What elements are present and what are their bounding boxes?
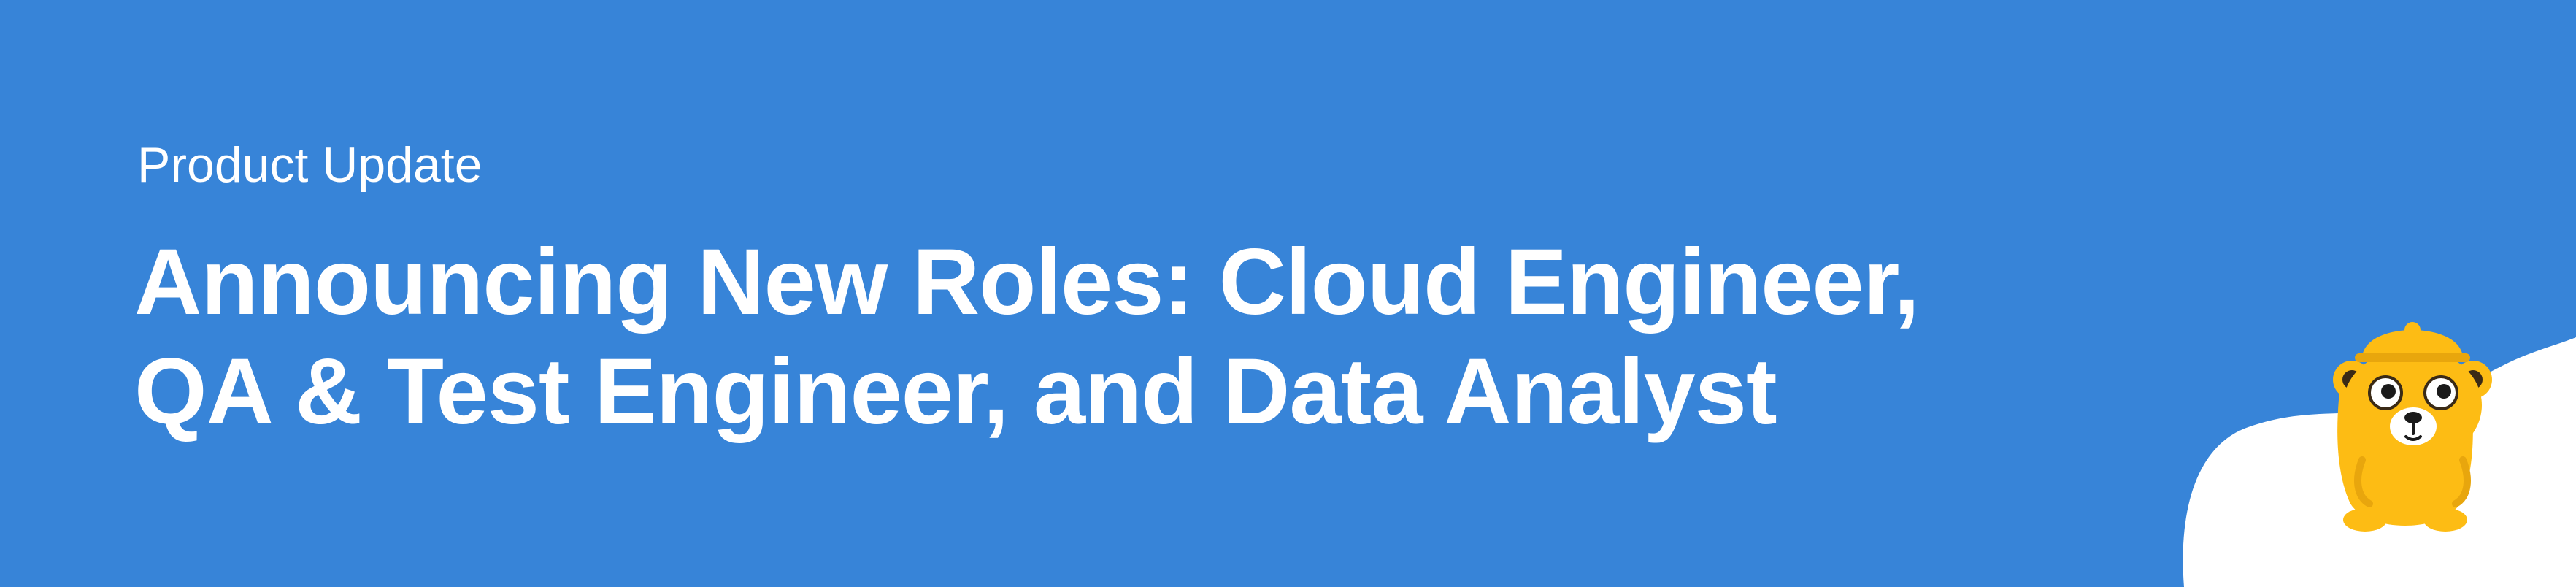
headline-line-2: QA & Test Engineer, and Data Analyst [134, 339, 1777, 444]
mascot-nose [2404, 412, 2422, 423]
mascot-right-eye-pupil [2437, 384, 2451, 399]
mascot-mouth [2404, 422, 2422, 441]
eyebrow-label: Product Update [137, 137, 482, 193]
headline: Announcing New Roles: Cloud Engineer, QA… [134, 228, 1920, 447]
mascot-left-arm [2354, 456, 2373, 507]
mascot-hat-brim [2355, 353, 2470, 362]
mascot-left-eye-pupil [2381, 384, 2396, 399]
mascot-hat [2362, 330, 2463, 356]
headline-line-1: Announcing New Roles: Cloud Engineer, [134, 230, 1920, 334]
mascot-hat-knob [2404, 322, 2421, 338]
mascot-right-arm [2452, 456, 2471, 507]
